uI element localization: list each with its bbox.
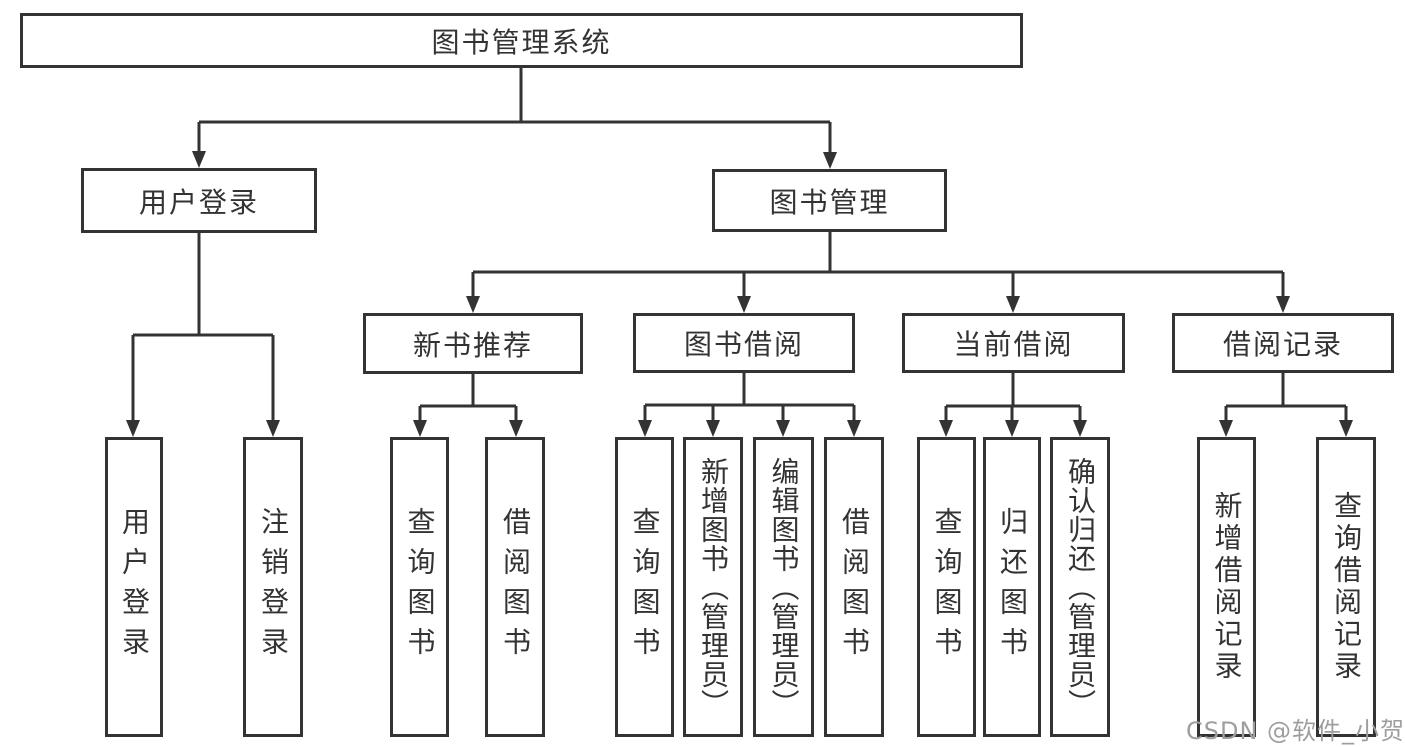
node-borrow-borrow-book: 借阅图书 bbox=[824, 437, 884, 737]
node-label-borrow-add-book: 新增图书（管理员） bbox=[697, 456, 730, 718]
node-cur-return-book: 归还图书 bbox=[983, 437, 1041, 737]
node-borrow-record: 借阅记录 bbox=[1172, 313, 1394, 373]
node-label-borrow-borrow-book: 借阅图书 bbox=[838, 507, 871, 667]
node-label-user-login-group: 用户登录 bbox=[138, 185, 259, 219]
node-log-query-record: 查询借阅记录 bbox=[1316, 437, 1376, 737]
node-log-add-record: 新增借阅记录 bbox=[1197, 437, 1256, 737]
node-label-current-borrow: 当前借阅 bbox=[953, 328, 1074, 361]
watermark: CSDN @软件_小贺同学 bbox=[1186, 717, 1405, 745]
node-current-borrow: 当前借阅 bbox=[902, 313, 1125, 373]
node-rec-query-book: 查询图书 bbox=[390, 437, 449, 737]
node-book-mgmt: 图书管理 bbox=[712, 169, 947, 232]
node-label-book-borrow: 图书借阅 bbox=[683, 328, 804, 361]
node-label-cur-return-book: 归还图书 bbox=[996, 507, 1029, 667]
node-label-log-add-record: 新增借阅记录 bbox=[1210, 491, 1244, 683]
node-new-book-rec: 新书推荐 bbox=[363, 313, 583, 374]
node-label-rec-borrow-book: 借阅图书 bbox=[499, 507, 532, 667]
node-borrow-add-book: 新增图书（管理员） bbox=[683, 437, 743, 737]
node-label-borrow-query-book: 查询图书 bbox=[628, 507, 662, 667]
node-user-login: 用户登录 bbox=[105, 437, 163, 737]
node-label-log-query-record: 查询借阅记录 bbox=[1330, 491, 1363, 683]
node-label-rec-query-book: 查询图书 bbox=[403, 507, 437, 667]
node-user-login-group: 用户登录 bbox=[81, 168, 317, 233]
node-label-borrow-edit-book: 编辑图书（管理员） bbox=[767, 456, 801, 718]
node-borrow-query-book: 查询图书 bbox=[615, 437, 674, 737]
node-cur-query-book: 查询图书 bbox=[917, 437, 976, 737]
node-label-cur-confirm-return: 确认归还（管理员） bbox=[1064, 456, 1097, 718]
node-book-borrow: 图书借阅 bbox=[633, 313, 855, 373]
node-label-new-book-rec: 新书推荐 bbox=[412, 328, 533, 362]
node-rec-borrow-book: 借阅图书 bbox=[485, 437, 545, 737]
node-user-logout: 注销登录 bbox=[243, 437, 303, 737]
node-label-user-login: 用户登录 bbox=[118, 507, 151, 667]
node-cur-confirm-return: 确认归还（管理员） bbox=[1050, 437, 1110, 737]
node-label-root: 图书管理系统 bbox=[431, 25, 612, 59]
node-root: 图书管理系统 bbox=[20, 13, 1023, 68]
node-borrow-edit-book: 编辑图书（管理员） bbox=[753, 437, 814, 737]
node-label-user-logout: 注销登录 bbox=[257, 507, 290, 667]
node-label-book-mgmt: 图书管理 bbox=[769, 185, 890, 219]
node-label-cur-query-book: 查询图书 bbox=[930, 507, 964, 667]
node-label-borrow-record: 借阅记录 bbox=[1222, 328, 1343, 361]
